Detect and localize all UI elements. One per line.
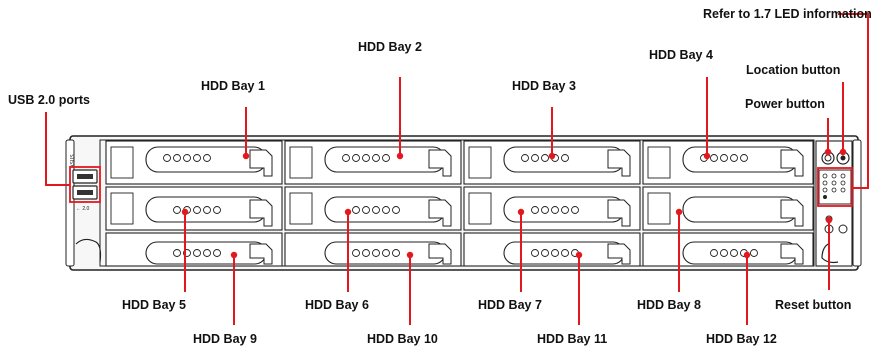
leader-dot bbox=[675, 208, 683, 216]
hdd-bay-9[interactable] bbox=[105, 232, 283, 267]
callout-labels: Refer to 1.7 LED information HDD Bay 2 H… bbox=[8, 7, 872, 346]
hdd-bay-8[interactable] bbox=[642, 186, 814, 231]
label-bay-10: HDD Bay 10 bbox=[367, 332, 438, 346]
left-handle bbox=[75, 238, 102, 263]
led-highlight-box bbox=[817, 167, 853, 207]
leader-dot bbox=[824, 148, 832, 156]
callout-leaders bbox=[45, 13, 869, 325]
label-bay-5: HDD Bay 5 bbox=[122, 298, 186, 312]
label-led-info: Refer to 1.7 LED information bbox=[703, 7, 872, 21]
label-bay-7: HDD Bay 7 bbox=[478, 298, 542, 312]
label-reset-button: Reset button bbox=[775, 298, 851, 312]
leader-dot bbox=[344, 208, 352, 216]
hdd-bay-4[interactable] bbox=[642, 140, 814, 185]
screw-hole bbox=[838, 224, 848, 234]
usb-version-mark: ← 2.0 bbox=[76, 206, 90, 212]
label-bay-8: HDD Bay 8 bbox=[637, 298, 701, 312]
hdd-bay-1[interactable] bbox=[105, 140, 283, 185]
right-handle bbox=[821, 243, 839, 264]
leader-dot bbox=[703, 152, 711, 160]
leader-dot bbox=[517, 208, 525, 216]
drive-bay-grid bbox=[105, 140, 814, 267]
label-bay-3: HDD Bay 3 bbox=[512, 79, 576, 93]
hdd-bay-5[interactable] bbox=[105, 186, 283, 231]
led-indicator-panel bbox=[818, 169, 852, 205]
label-bay-4: HDD Bay 4 bbox=[649, 48, 713, 62]
label-bay-12: HDD Bay 12 bbox=[706, 332, 777, 346]
hdd-bay-2[interactable] bbox=[284, 140, 462, 185]
leader-dot bbox=[825, 216, 833, 224]
hdd-bay-7[interactable] bbox=[463, 186, 641, 231]
label-bay-9: HDD Bay 9 bbox=[193, 332, 257, 346]
label-bay-6: HDD Bay 6 bbox=[305, 298, 369, 312]
left-rack-ear bbox=[65, 139, 75, 267]
label-power-button: Power button bbox=[745, 97, 825, 111]
leader-dot bbox=[396, 152, 404, 160]
location-button[interactable] bbox=[836, 151, 850, 165]
hdd-bay-11[interactable] bbox=[463, 232, 641, 267]
leader-dot bbox=[242, 152, 250, 160]
left-front-panel: ASUS ← 2.0 bbox=[70, 154, 102, 263]
leader-dot bbox=[575, 251, 583, 259]
label-bay-1: HDD Bay 1 bbox=[201, 79, 265, 93]
label-usb-ports: USB 2.0 ports bbox=[8, 93, 90, 107]
leader-dot bbox=[230, 251, 238, 259]
leader-dot bbox=[839, 148, 847, 156]
brand-logo: ASUS bbox=[70, 154, 76, 168]
hdd-bay-6[interactable] bbox=[284, 186, 462, 231]
right-rack-ear bbox=[852, 139, 862, 267]
right-control-panel bbox=[815, 140, 853, 267]
leader-dot bbox=[181, 208, 189, 216]
label-location-button: Location button bbox=[746, 63, 840, 77]
hdd-bay-12[interactable] bbox=[642, 232, 814, 267]
leader-dot bbox=[743, 251, 751, 259]
leader-led-info bbox=[838, 13, 869, 189]
hdd-bay-10[interactable] bbox=[284, 232, 462, 267]
leader-dot bbox=[548, 152, 556, 160]
label-bay-11: HDD Bay 11 bbox=[537, 332, 607, 346]
leader-dot bbox=[406, 251, 414, 259]
leader-usb bbox=[45, 112, 70, 186]
label-bay-2: HDD Bay 2 bbox=[358, 40, 422, 54]
